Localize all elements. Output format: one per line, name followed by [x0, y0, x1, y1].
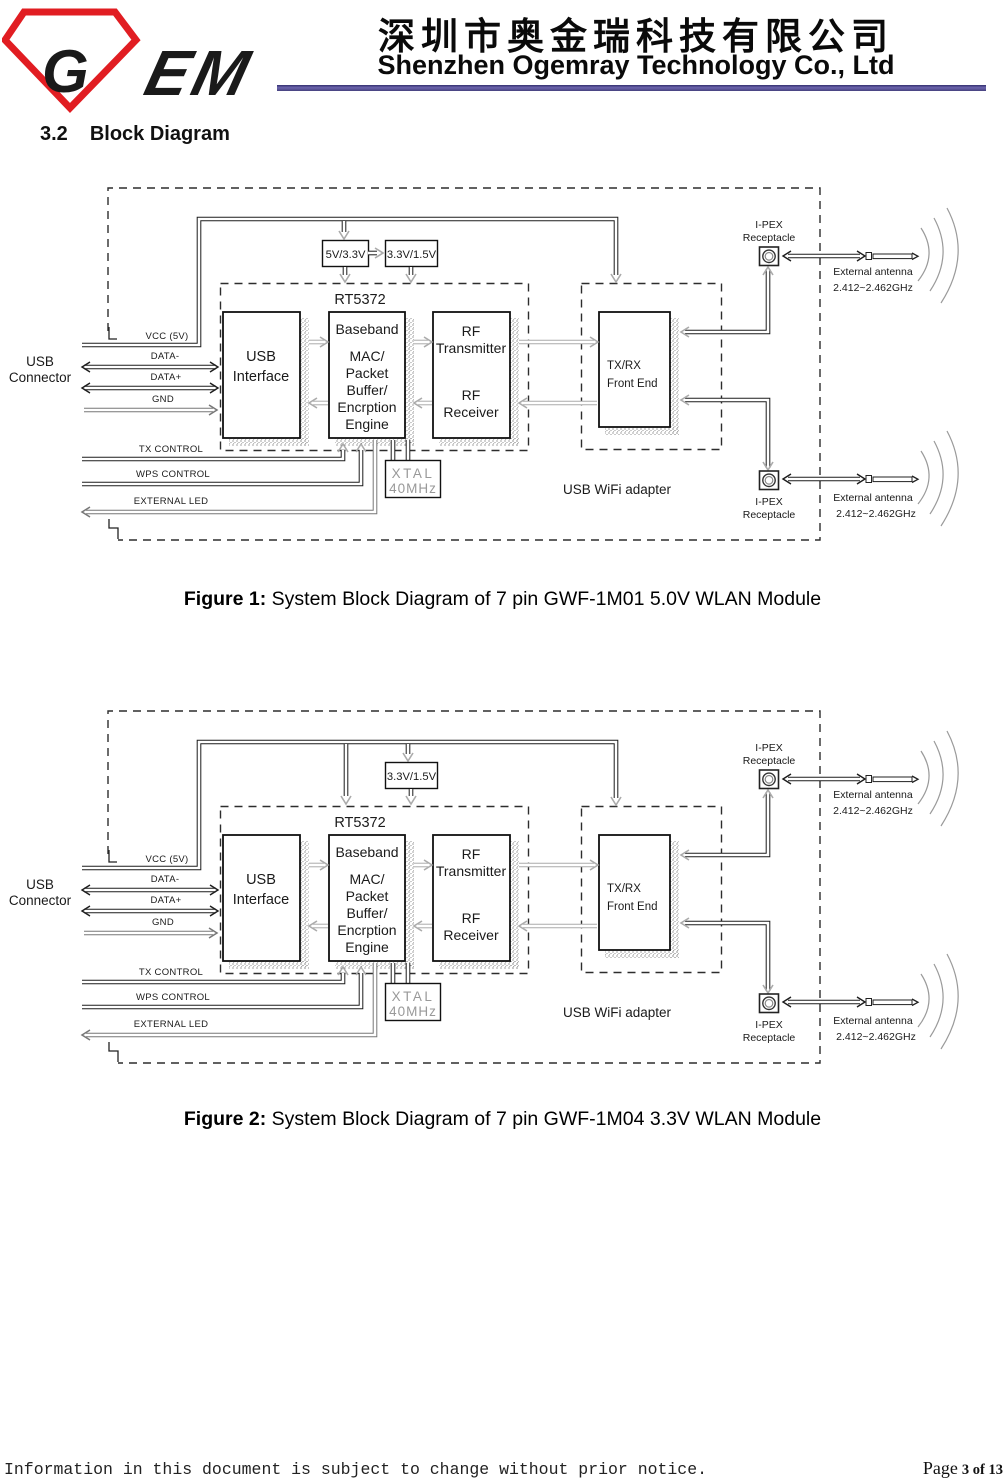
svg-text:Packet: Packet: [346, 365, 389, 381]
svg-text:Encrption: Encrption: [337, 399, 396, 415]
company-name-cn: 深圳市奥金瑞科技有限公司: [378, 16, 894, 57]
boundary-elbow-top: [108, 327, 117, 340]
vcc-label: VCC (5V): [145, 331, 188, 342]
txrx-front-end-block: TX/RX Front End: [598, 311, 679, 435]
boundary-elbow-bottom: [108, 519, 119, 539]
ipex-receptacle-top-icon: [758, 246, 780, 267]
antenna-icon-bottom: [865, 430, 959, 527]
vcc-power-line: [82, 216, 622, 348]
section-title: Block Diagram: [89, 123, 230, 145]
svg-text:2.412~2.462GHz: 2.412~2.462GHz: [836, 508, 916, 520]
rt5372-boundary: [219, 282, 530, 452]
external-antenna-bottom-label: External antenna: [833, 492, 913, 504]
svg-text:Front End: Front End: [607, 378, 658, 390]
page-number: Page 3 of 13: [922, 1458, 1003, 1478]
baseband-block: Baseband MAC/ Packet Buffer/ Encrption E…: [328, 311, 414, 446]
regulator-3v3-1v5-box-fig2: [384, 761, 439, 790]
regulator-5v-3v3-box: [321, 239, 370, 268]
svg-text:DATA+: DATA+: [151, 372, 182, 383]
signal-arrow-tx-control: TX CONTROL: [82, 442, 349, 462]
figure1-caption: Figure 1: System Block Diagram of 7 pin …: [183, 588, 822, 610]
company-name-en: Shenzhen Ogemray Technology Co., Ltd: [377, 50, 895, 80]
ipex-bottom-label: I-PEX: [755, 496, 782, 508]
signal-arrow-external-led: EXTERNAL LED: [80, 440, 378, 518]
svg-text:3.3V/1.5V: 3.3V/1.5V: [387, 249, 437, 261]
svg-text:3.3V/1.5V: 3.3V/1.5V: [387, 771, 437, 783]
svg-text:MAC/: MAC/: [350, 348, 385, 364]
logo-letters-em: EM: [138, 37, 260, 109]
svg-text:Receiver: Receiver: [443, 404, 499, 420]
rt5372-label: RT5372: [334, 292, 385, 308]
svg-text:Interface: Interface: [233, 369, 289, 385]
svg-text:Buffer/: Buffer/: [347, 382, 388, 398]
svg-text:TX CONTROL: TX CONTROL: [139, 444, 203, 455]
interblock-arrows: [307, 336, 600, 409]
figure1-power-converters: 5V/3.3V 3.3V/1.5V: [321, 221, 439, 284]
svg-text:USB: USB: [246, 349, 276, 365]
section-number: 3.2: [40, 123, 68, 145]
svg-text:Engine: Engine: [345, 416, 389, 432]
svg-text:RF: RF: [462, 323, 481, 339]
xtal-links: [390, 440, 411, 460]
front-end-boundary: [580, 282, 723, 451]
section-heading: 3.2 Block Diagram: [40, 123, 230, 146]
wlan-module-diagram: RT5372 USB Interface Baseband MAC/ Packe…: [9, 187, 959, 541]
usb-connector-label: USB: [26, 354, 54, 369]
svg-text:Baseband: Baseband: [335, 321, 398, 337]
usb-interface-block: USB Interface: [222, 311, 309, 446]
svg-text:Transmitter: Transmitter: [436, 340, 507, 356]
ipex-links: [679, 265, 774, 472]
signal-arrow-data-plus: DATA+: [80, 372, 220, 394]
header-rule: [277, 85, 986, 91]
usb-wifi-adapter-boundary: [107, 187, 821, 541]
figure2-power-converters: 3.3V/1.5V: [340, 744, 439, 806]
signal-arrow-wps-control: WPS CONTROL: [82, 442, 367, 487]
ipex-top-label: I-PEX: [755, 219, 782, 231]
company-logo: G EM: [2, 8, 260, 114]
svg-text:40MHz: 40MHz: [389, 481, 437, 496]
signal-arrow-data-minus: DATA-: [80, 351, 220, 373]
gem-diamond-icon: [2, 8, 141, 114]
svg-text:RF: RF: [462, 387, 481, 403]
svg-text:DATA-: DATA-: [151, 351, 180, 362]
svg-text:WPS CONTROL: WPS CONTROL: [136, 469, 210, 480]
signal-arrow-gnd: GND: [84, 394, 219, 416]
figure2-diagram: [9, 711, 958, 1063]
svg-text:Receptacle: Receptacle: [743, 232, 796, 244]
xtal-box: XTAL 40MHz: [384, 459, 442, 499]
usb-wifi-adapter-label: USB WiFi adapter: [563, 482, 672, 497]
svg-text:TX/RX: TX/RX: [607, 360, 641, 372]
figure2-caption: Figure 2: System Block Diagram of 7 pin …: [183, 1108, 822, 1130]
regulator-3v3-1v5-box: [384, 239, 439, 268]
block-diagrams: RT5372 USB Interface Baseband MAC/ Packe…: [0, 187, 1005, 1080]
svg-text:GND: GND: [152, 394, 174, 405]
antenna-arrow-bottom: [781, 473, 867, 485]
logo-letter-g: G: [42, 38, 89, 105]
svg-text:Receptacle: Receptacle: [743, 509, 796, 521]
external-antenna-top-label: External antenna: [833, 266, 913, 278]
antenna-arrow-top: [781, 250, 867, 262]
svg-text:Connector: Connector: [9, 370, 72, 385]
svg-text:XTAL: XTAL: [392, 466, 435, 481]
footer-note: Information in this document is subject …: [4, 1460, 708, 1479]
svg-text:5V/3.3V: 5V/3.3V: [326, 249, 366, 261]
rf-block: RF Transmitter RF Receiver: [432, 311, 519, 446]
svg-text:EXTERNAL LED: EXTERNAL LED: [134, 496, 209, 507]
svg-text:2.412~2.462GHz: 2.412~2.462GHz: [833, 282, 913, 294]
antenna-icon-top: [865, 207, 959, 304]
ipex-receptacle-bottom-icon: [758, 470, 780, 491]
